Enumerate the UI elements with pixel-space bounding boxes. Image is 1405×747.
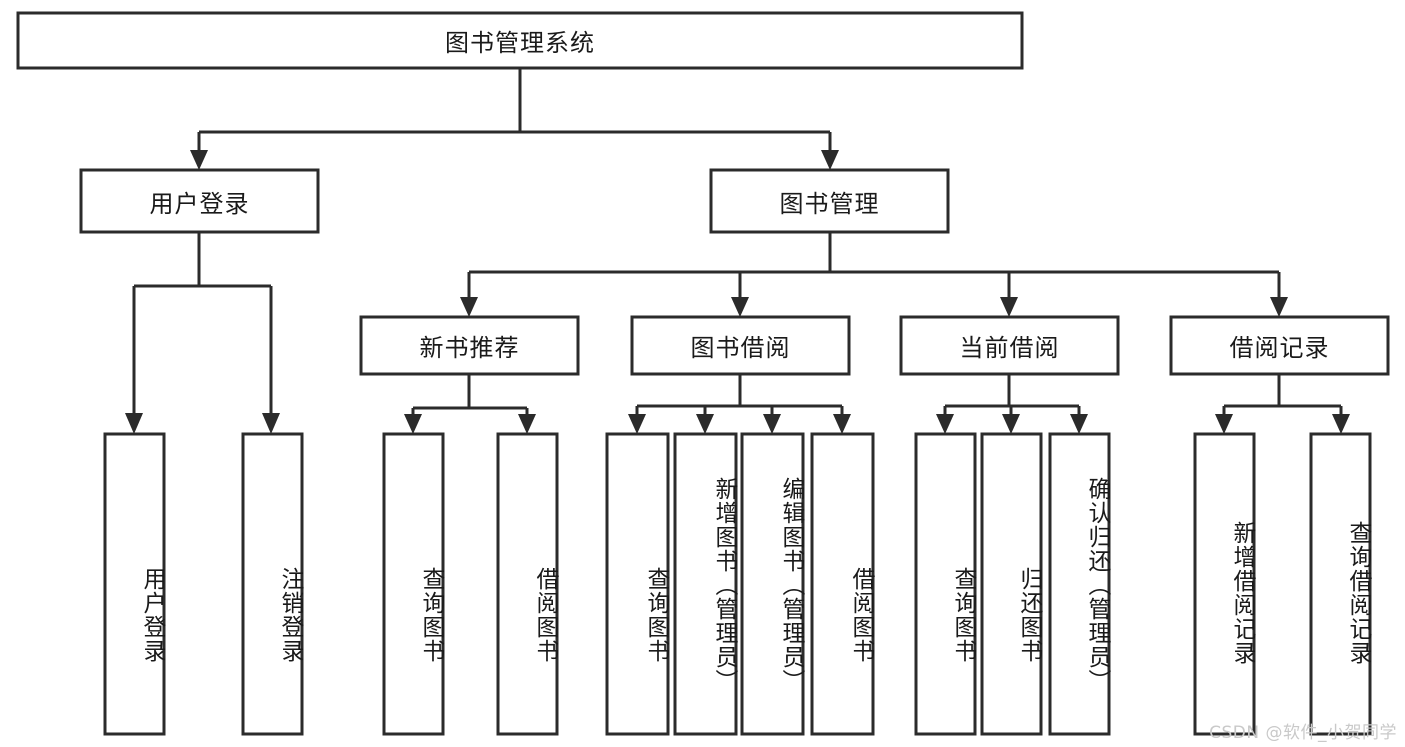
leaf-box-edit-book[interactable] bbox=[740, 432, 805, 736]
leaf-box-query-book-2[interactable] bbox=[605, 432, 670, 736]
node-label-current-borrow: 当前借阅 bbox=[959, 334, 1060, 362]
leaf-box-user-logout[interactable] bbox=[241, 432, 304, 736]
leaf-box-add-record[interactable] bbox=[1193, 432, 1256, 736]
node-box-book-manage[interactable] bbox=[709, 168, 950, 234]
leaf-box-user-login[interactable] bbox=[103, 432, 166, 736]
node-label-book-borrow: 图书借阅 bbox=[690, 334, 791, 362]
leaf-box-query-book-3[interactable] bbox=[914, 432, 977, 736]
node-label-borrow-record: 借阅记录 bbox=[1229, 334, 1330, 362]
leaf-box-borrow-book-1[interactable] bbox=[496, 432, 559, 736]
node-box-book-borrow[interactable] bbox=[630, 315, 851, 376]
node-box-new-book-rec[interactable] bbox=[359, 315, 580, 376]
csdn-watermark: CSDN @软件_小贺同学 bbox=[1209, 723, 1397, 743]
leaf-box-return-book[interactable] bbox=[980, 432, 1043, 736]
leaf-box-add-book[interactable] bbox=[673, 432, 738, 736]
leaf-box-query-book-1[interactable] bbox=[382, 432, 445, 736]
connector-group-current-borrow bbox=[936, 374, 1088, 434]
connector-group-user-login bbox=[125, 232, 280, 434]
node-label-new-book-rec: 新书推荐 bbox=[419, 334, 520, 362]
connector-group-book-manage bbox=[460, 232, 1288, 317]
connector-group-borrow-record bbox=[1215, 374, 1350, 434]
node-box-borrow-record[interactable] bbox=[1169, 315, 1390, 376]
leaf-box-borrow-book-2[interactable] bbox=[810, 432, 875, 736]
node-label-book-manage: 图书管理 bbox=[779, 189, 880, 218]
node-box-user-login[interactable] bbox=[79, 168, 320, 234]
connector-group-new-book-rec bbox=[404, 374, 536, 434]
connector-group-root bbox=[190, 68, 839, 170]
node-box-current-borrow[interactable] bbox=[899, 315, 1120, 376]
connector-group-book-borrow bbox=[628, 374, 851, 434]
node-label-root: 图书管理系统 bbox=[445, 29, 595, 57]
node-box-root[interactable] bbox=[16, 11, 1024, 70]
leaf-box-confirm-return[interactable] bbox=[1048, 432, 1111, 736]
node-label-user-login: 用户登录 bbox=[149, 189, 250, 218]
leaf-box-query-record[interactable] bbox=[1309, 432, 1372, 736]
